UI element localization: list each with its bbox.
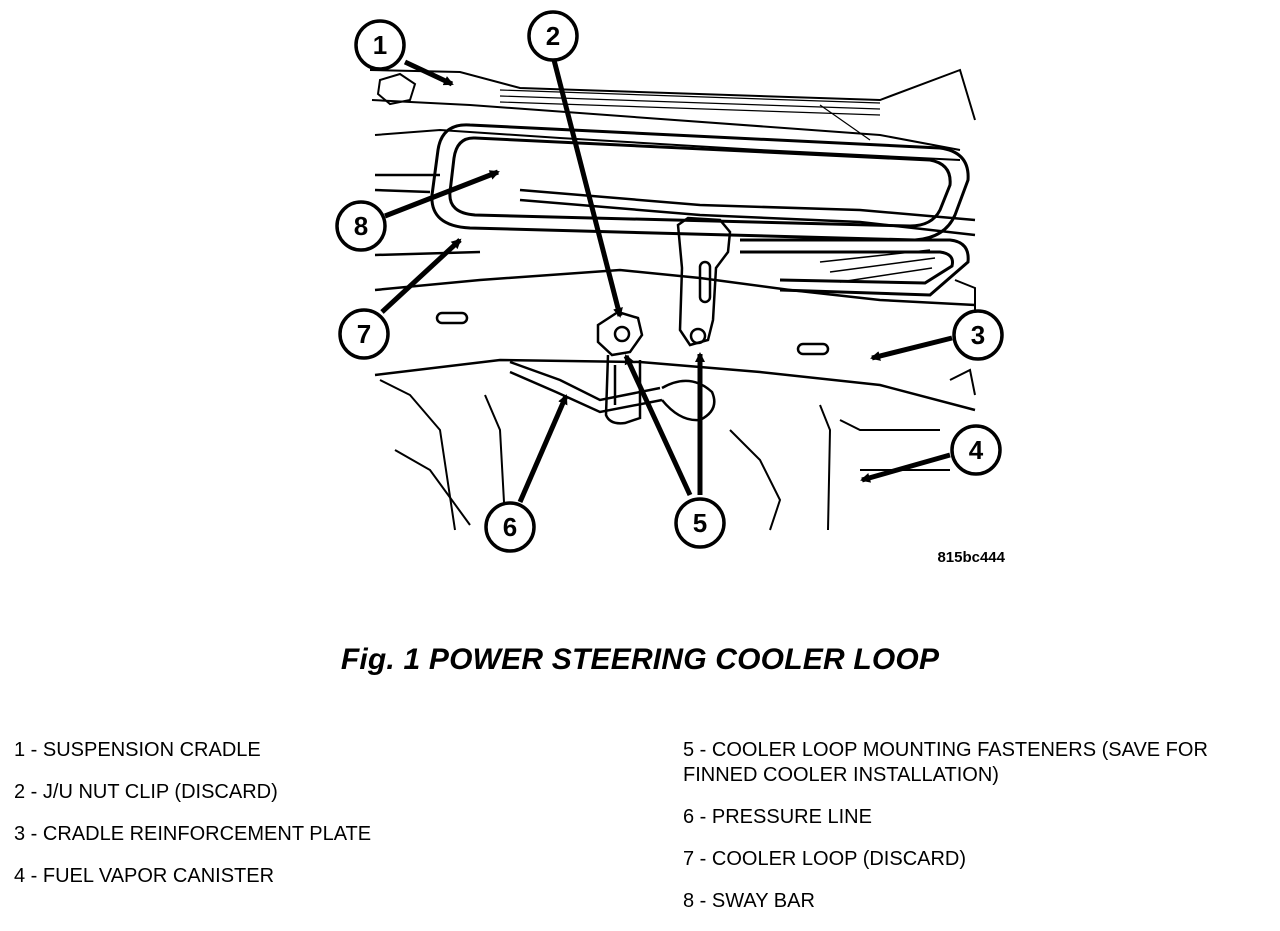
svg-text:7: 7 (357, 319, 371, 349)
svg-text:8: 8 (354, 211, 368, 241)
figure-caption: Fig. 1 POWER STEERING COOLER LOOP (340, 643, 940, 676)
svg-text:2: 2 (546, 21, 560, 51)
legend-right: 5 - COOLER LOOP MOUNTING FASTENERS (SAVE… (683, 738, 1273, 931)
callout-1: 1 (354, 19, 406, 71)
callout-4: 4 (950, 424, 1002, 476)
legend-item: 3 - CRADLE REINFORCEMENT PLATE (14, 823, 372, 845)
lower-body-drawing (379, 279, 976, 531)
power-steering-diagram: 1 2 3 4 5 6 7 8 815bc444 (335, 10, 1006, 566)
callout-2: 2 (527, 10, 579, 62)
leader-3 (870, 335, 953, 361)
callout-3: 3 (952, 309, 1004, 361)
svg-text:1: 1 (373, 30, 387, 60)
callouts: 1 2 3 4 5 6 7 8 (335, 10, 1004, 553)
callout-5: 5 (674, 497, 726, 549)
figure-code: 815bc444 (937, 549, 1005, 566)
leader-6 (517, 394, 569, 503)
leader-arrows (380, 59, 953, 503)
legend-item: 7 - COOLER LOOP (DISCARD) (683, 848, 967, 870)
legend-item: 6 - PRESSURE LINE (683, 806, 872, 828)
callout-8: 8 (335, 200, 387, 252)
leader-5a (623, 354, 693, 497)
legend-item: 2 - J/U NUT CLIP (DISCARD) (14, 781, 278, 803)
legend-item: 1 - SUSPENSION CRADLE (14, 739, 261, 761)
leader-4 (860, 452, 951, 483)
sway-bar-drawing (374, 173, 976, 237)
legend-left: 1 - SUSPENSION CRADLE 2 - J/U NUT CLIP (… (14, 738, 654, 906)
svg-text:4: 4 (969, 435, 984, 465)
leader-8 (384, 169, 500, 219)
cooler-loop-drawing (430, 123, 970, 297)
svg-text:5: 5 (693, 508, 707, 538)
legend-item: 5 - COOLER LOOP MOUNTING FASTENERS (SAVE… (683, 739, 1214, 786)
svg-text:3: 3 (971, 320, 985, 350)
callout-6: 6 (484, 501, 536, 553)
leader-1 (403, 59, 454, 87)
legend-item: 8 - SWAY BAR (683, 890, 815, 912)
legend-item: 4 - FUEL VAPOR CANISTER (14, 865, 275, 887)
leader-7 (380, 238, 462, 314)
callout-7: 7 (338, 308, 390, 360)
fastener-brackets-drawing (509, 216, 732, 425)
leader-2 (551, 59, 623, 318)
svg-text:6: 6 (503, 512, 517, 542)
